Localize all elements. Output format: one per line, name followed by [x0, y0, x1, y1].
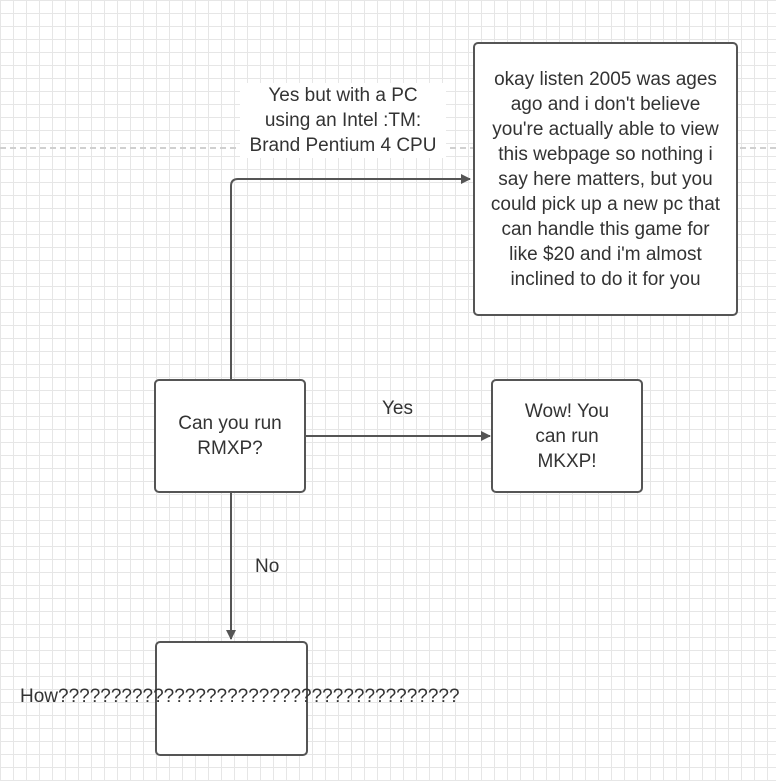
edge-label-pentium-line3: Brand Pentium 4 CPU [249, 135, 437, 156]
question-text: Can you run RMXP? [178, 413, 282, 459]
pentium-result-node[interactable]: okay listen 2005 was ages ago and i don'… [473, 42, 738, 316]
pentium-result-text: okay listen 2005 was ages ago and i don'… [490, 68, 721, 290]
no-result-node[interactable] [155, 641, 308, 756]
edge-label-pentium-line2: using an Intel :TM: [264, 110, 422, 131]
edge-label-no: No [255, 556, 280, 577]
yes-result-text: Wow! You can run MKXP! [524, 400, 610, 472]
edge-label-yes: Yes [382, 398, 413, 419]
edge-pentium [230, 174, 471, 380]
edge-label-pentium-line1: Yes but with a PC [268, 85, 418, 106]
no-result-text: How?????????????????????????????????????… [20, 686, 460, 707]
edge-label-pentium: Yes but with a PC using an Intel :TM: Br… [240, 83, 446, 158]
yes-result-node[interactable]: Wow! You can run MKXP! [491, 379, 643, 493]
question-node[interactable]: Can you run RMXP? [154, 379, 306, 493]
